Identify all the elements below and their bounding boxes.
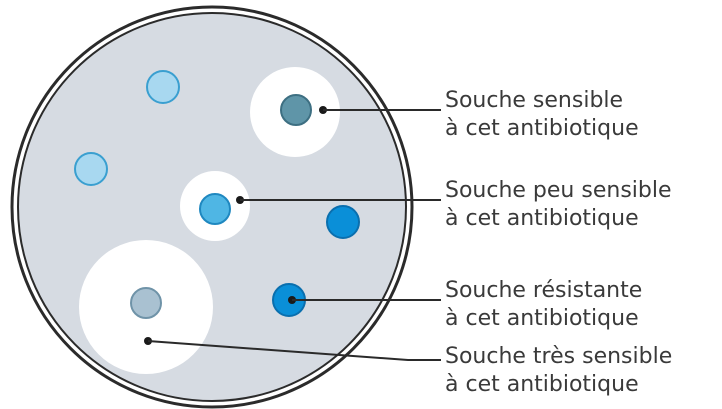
label-very-sensitive: Souche très sensible à cet antibiotique bbox=[445, 344, 679, 397]
label-slightly-sensitive-line1: Souche peu sensible bbox=[445, 178, 672, 203]
label-very-sensitive-line1: Souche très sensible bbox=[445, 344, 672, 369]
colony-slightly-sensitive bbox=[200, 194, 230, 224]
colony-pale-top bbox=[147, 71, 179, 103]
label-very-sensitive-line2: à cet antibiotique bbox=[445, 372, 639, 397]
labels: Souche sensible à cet antibiotique Souch… bbox=[445, 88, 679, 397]
label-resistant: Souche résistante à cet antibiotique bbox=[445, 278, 649, 331]
label-sensitive-line2: à cet antibiotique bbox=[445, 116, 639, 141]
colony-pale-left bbox=[75, 153, 107, 185]
label-slightly-sensitive: Souche peu sensible à cet antibiotique bbox=[445, 178, 679, 231]
colony-strong-right bbox=[327, 206, 359, 238]
colony-sensitive bbox=[281, 95, 311, 125]
label-slightly-sensitive-line2: à cet antibiotique bbox=[445, 206, 639, 231]
label-sensitive-line1: Souche sensible bbox=[445, 88, 623, 113]
label-sensitive: Souche sensible à cet antibiotique bbox=[445, 88, 639, 141]
label-resistant-line1: Souche résistante bbox=[445, 278, 642, 303]
colony-very-sensitive bbox=[131, 288, 161, 318]
label-resistant-line2: à cet antibiotique bbox=[445, 306, 639, 331]
